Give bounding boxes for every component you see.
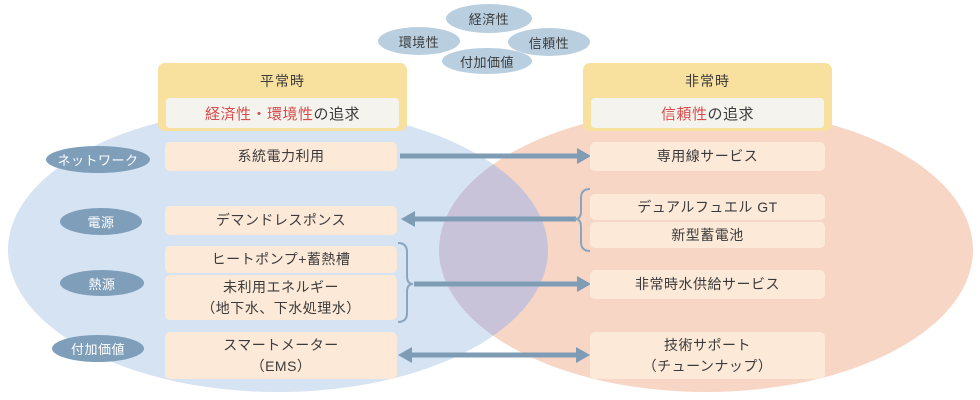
item-emergency-heat: 非常時水供給サービス bbox=[590, 270, 825, 299]
normal-goal-suffix: の追求 bbox=[313, 105, 361, 123]
emergency-goal-suffix: の追求 bbox=[707, 105, 755, 123]
normal-goal: 経済性・環境性の追求 bbox=[166, 98, 399, 128]
item-normal-heat-2: 未利用エネルギー （地下水、下水処理水） bbox=[165, 275, 397, 320]
category-pill-heat: 熱源 bbox=[60, 270, 144, 296]
item-normal-network: 系統電力利用 bbox=[165, 142, 397, 171]
item-emergency-network: 専用線サービス bbox=[590, 142, 825, 171]
normal-header-card: 平常時 経済性・環境性の追求 bbox=[158, 63, 407, 131]
bubble-environment: 環境性 bbox=[378, 27, 460, 55]
bubble-reliability: 信頼性 bbox=[508, 28, 590, 56]
item-normal-heat-1: ヒートポンプ+蓄熱槽 bbox=[165, 246, 397, 273]
item-emergency-power-1: デュアルフュエル GT bbox=[590, 194, 825, 220]
bubble-added-value: 付加価値 bbox=[442, 48, 532, 74]
emergency-title: 非常時 bbox=[685, 73, 730, 89]
emergency-goal: 信頼性の追求 bbox=[591, 98, 824, 128]
category-pill-added-value: 付加価値 bbox=[52, 335, 144, 362]
bubble-economy: 経済性 bbox=[446, 4, 532, 33]
power-arrow-left-icon bbox=[401, 211, 576, 227]
category-pill-power: 電源 bbox=[60, 208, 142, 235]
heat-arrow-right-icon bbox=[414, 276, 591, 292]
emergency-header-card: 非常時 信頼性の追求 bbox=[583, 63, 832, 131]
item-emergency-power-2: 新型蓄電池 bbox=[590, 222, 825, 248]
normal-goal-highlight: 経済性・環境性 bbox=[204, 105, 314, 123]
power-brace-icon bbox=[574, 188, 591, 252]
item-normal-power: デマンドレスポンス bbox=[165, 206, 397, 235]
value-arrow-both-icon bbox=[398, 347, 590, 363]
normal-title: 平常時 bbox=[260, 73, 305, 89]
heat-brace-icon bbox=[397, 242, 414, 323]
item-emergency-value: 技術サポート （チューンナップ） bbox=[590, 332, 825, 379]
emergency-goal-highlight: 信頼性 bbox=[660, 105, 708, 123]
network-arrow-right-icon bbox=[400, 148, 591, 164]
item-normal-value: スマートメーター （EMS） bbox=[165, 332, 397, 379]
category-pill-network: ネットワーク bbox=[46, 146, 150, 173]
